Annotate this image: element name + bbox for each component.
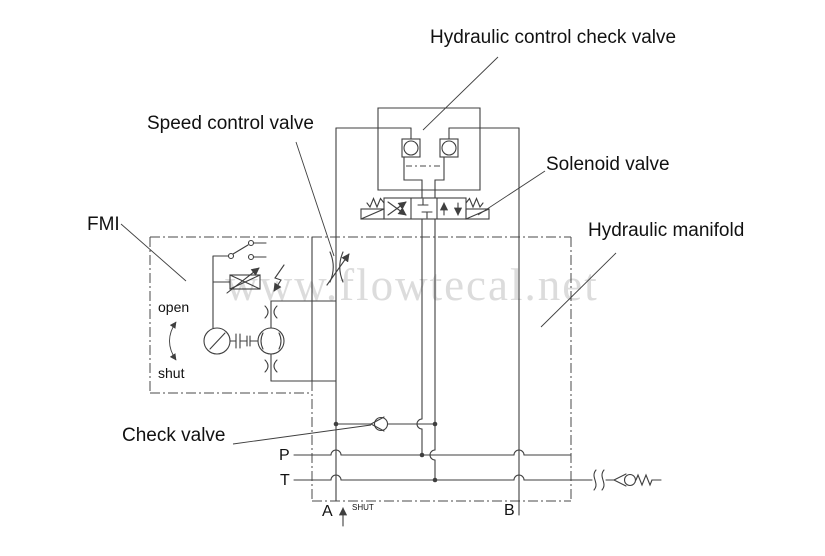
fmi-manifold-dashdot-outline: [149, 236, 572, 502]
check-valve-symbol: [335, 416, 436, 432]
ball-valve-icon: [257, 327, 285, 355]
line-break-icon: [593, 469, 597, 491]
speed-control-valve-symbol: [326, 251, 350, 286]
label-shut: shut: [158, 365, 185, 381]
valve-to-rail-pipes: [416, 218, 436, 481]
label-check-valve: Check valve: [122, 425, 226, 446]
p-t-rails: [293, 449, 593, 481]
junction-dots: [333, 421, 438, 483]
electric-signal-icon: [273, 264, 285, 292]
t-return-check-valve: [593, 469, 662, 491]
right-solenoid-icon: [465, 208, 490, 220]
label-open: open: [158, 299, 189, 315]
label-shut-small: SHUT: [352, 503, 374, 512]
label-fmi: FMI: [87, 214, 120, 235]
watermark-text: www.flowtecal.net: [225, 260, 598, 310]
switch-icon: [227, 252, 235, 260]
proportional-solenoid-icon: [229, 274, 261, 290]
throttle-icon: [264, 359, 278, 373]
left-solenoid-icon: [360, 208, 385, 220]
open-shut-arrow-icon: [169, 321, 177, 361]
coupling-icon: [229, 333, 259, 349]
solenoid-valve-symbol: [360, 197, 490, 220]
fmi-wiring: [212, 255, 231, 329]
pilot-check-valve-body: [377, 107, 481, 199]
label-hydraulic-control-check-valve: Hydraulic control check valve: [430, 27, 676, 48]
port-label-p: P: [279, 447, 290, 464]
left-spring-icon: [366, 197, 385, 209]
port-label-t: T: [280, 472, 290, 489]
valve-block-lines: [311, 127, 520, 516]
port-label-b: B: [504, 502, 515, 519]
label-hydraulic-manifold: Hydraulic manifold: [588, 220, 744, 241]
right-spring-icon: [465, 197, 484, 209]
throttle-icon: [264, 305, 278, 319]
port-label-a: A: [322, 503, 333, 520]
label-solenoid-valve: Solenoid valve: [546, 154, 670, 175]
leader-lines: [120, 56, 617, 445]
fmi-internal-components: [169, 239, 337, 382]
label-speed-control-valve: Speed control valve: [147, 113, 314, 134]
spring-icon: [635, 473, 653, 487]
